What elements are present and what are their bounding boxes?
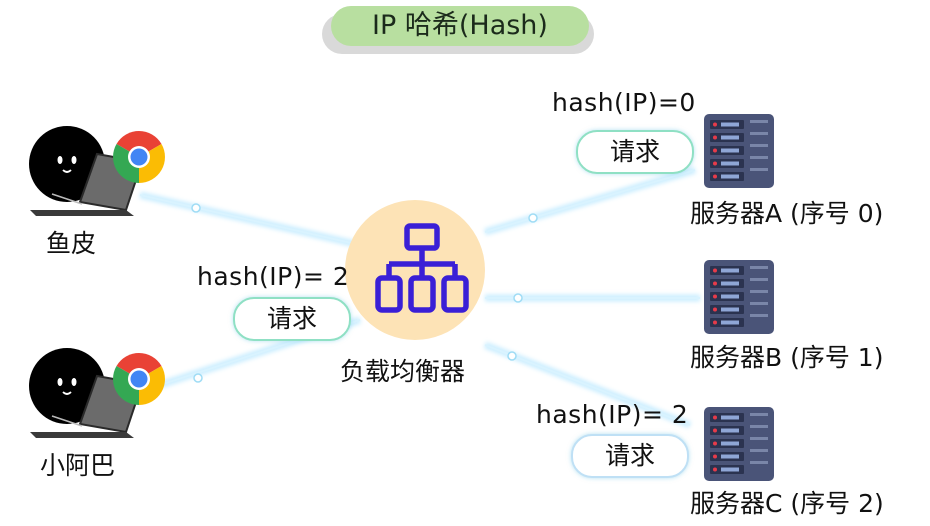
connector-lb-server-c <box>484 344 691 426</box>
request-pill-server-a: 请求 <box>576 130 694 174</box>
hash-label-server-a: hash(IP)=0 <box>552 88 696 117</box>
client-label-xiaoaba: 小阿巴 <box>40 451 116 480</box>
chrome-icon <box>113 131 165 183</box>
request-pill-server-c: 请求 <box>571 434 689 478</box>
hash-label-client: hash(IP)= 2 <box>197 262 350 291</box>
server-rack-icon <box>704 114 774 188</box>
server-label-b: 服务器B (序号 1) <box>690 343 884 372</box>
chrome-icon <box>113 353 165 405</box>
server-rack-icon <box>704 407 774 481</box>
server-rack-icon <box>704 260 774 334</box>
load-balancer-label: 负载均衡器 <box>340 357 466 386</box>
connector-client1-lb <box>139 194 361 246</box>
network-hierarchy-icon <box>375 223 469 313</box>
hash-label-server-c: hash(IP)= 2 <box>536 400 689 429</box>
connector-lb-server-a <box>484 169 696 233</box>
page-title: IP 哈希(Hash) <box>331 6 589 46</box>
server-label-c: 服务器C (序号 2) <box>690 489 884 518</box>
server-label-a: 服务器A (序号 0) <box>690 199 884 228</box>
client-label-yupi: 鱼皮 <box>46 229 97 258</box>
request-pill-client: 请求 <box>233 297 351 341</box>
